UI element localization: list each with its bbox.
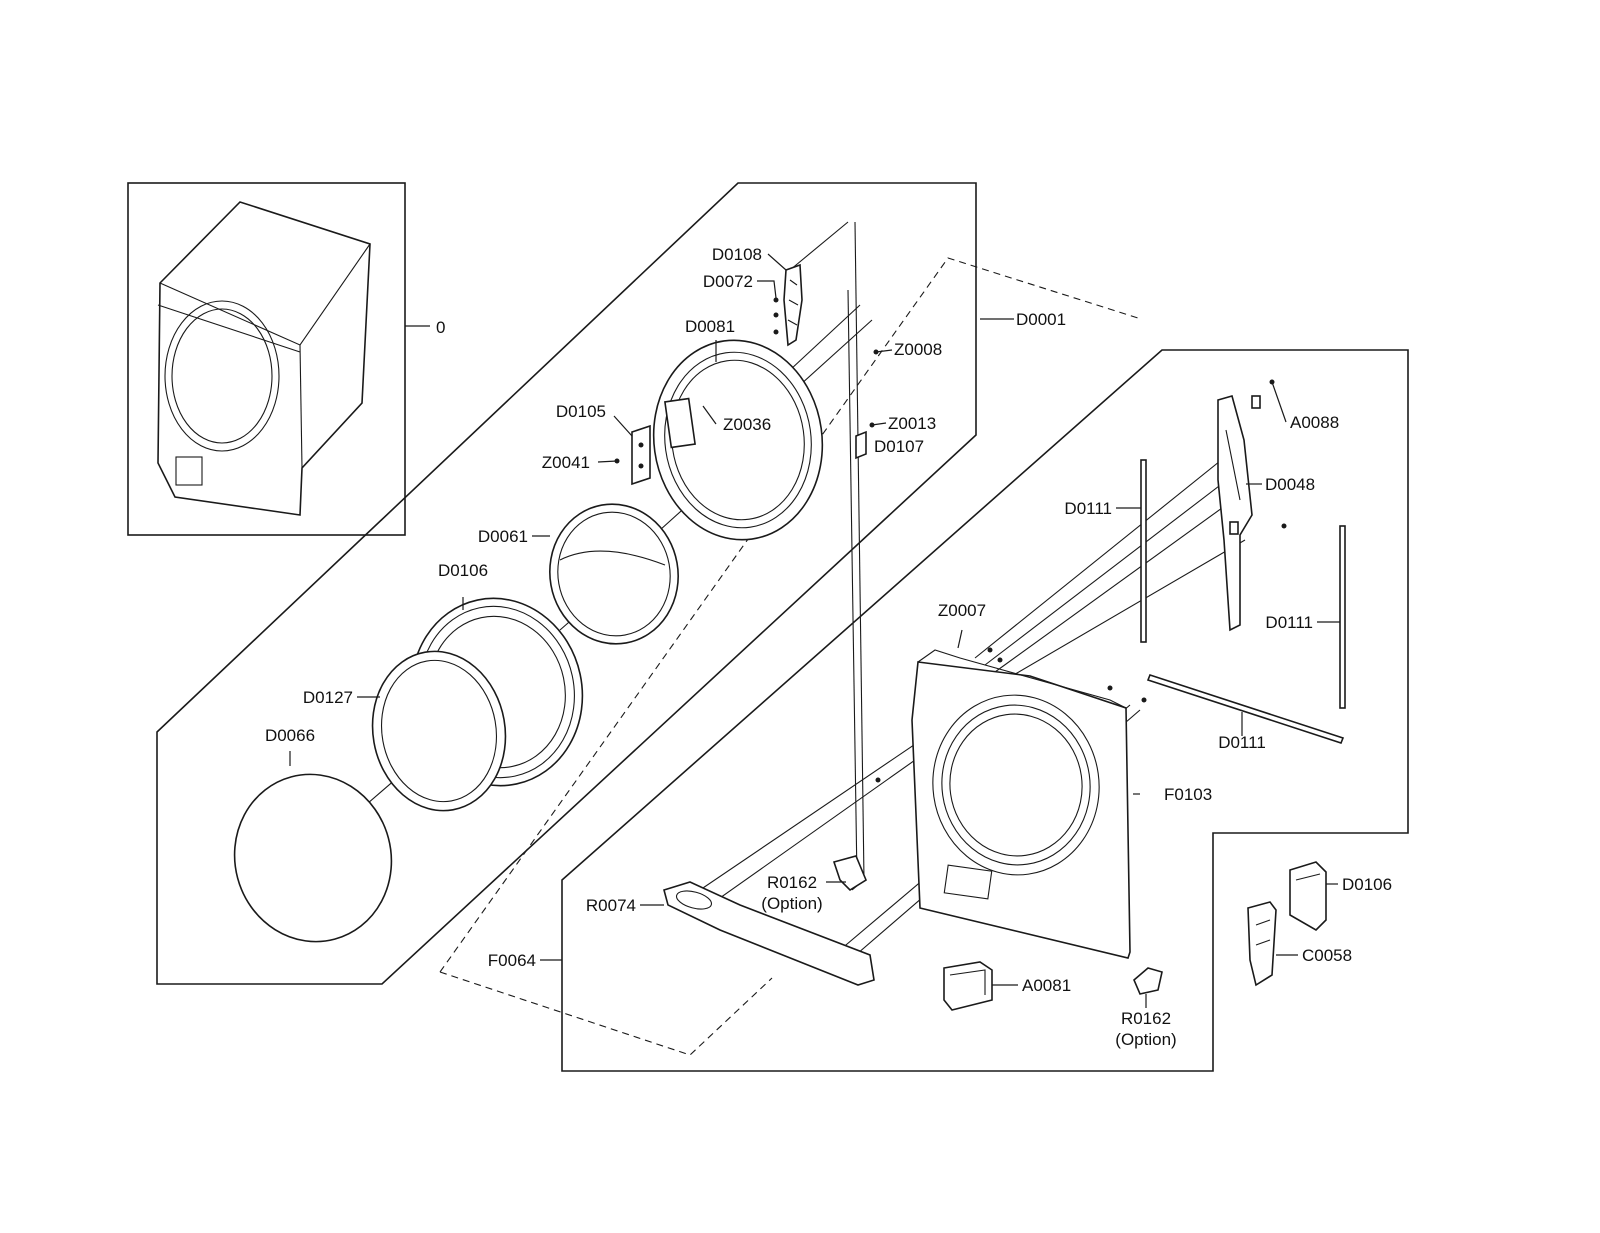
door-decor-ring (371, 650, 507, 812)
label-d0106-lock: D0106 (1342, 875, 1392, 894)
label-d0106-ring: D0106 (438, 561, 488, 580)
door-switch-part (1247, 901, 1277, 987)
label-c0058: C0058 (1302, 946, 1352, 965)
door-lock-part (1289, 861, 1327, 931)
service-cover-part (943, 961, 993, 1011)
label-z0041: Z0041 (542, 453, 590, 472)
label-a0081: A0081 (1022, 976, 1071, 995)
label-z0008: Z0008 (894, 340, 942, 359)
label-d0111-a: D0111 (1064, 499, 1112, 518)
label-d0107: D0107 (874, 437, 924, 456)
label-d0001: D0001 (1016, 310, 1066, 329)
label-z0036: Z0036 (723, 415, 771, 434)
door-hinge-part (773, 263, 803, 347)
trim-strips (1140, 459, 1346, 744)
label-d0127: D0127 (303, 688, 353, 707)
door-frame-ring (652, 339, 824, 541)
assembly-reference-box (127, 182, 430, 536)
label-d0111-b: D0111 (1265, 613, 1313, 632)
label-z0013: Z0013 (888, 414, 936, 433)
front-panel-part (875, 647, 1147, 959)
option-knob-upper (832, 855, 867, 892)
label-d0061: D0061 (478, 527, 528, 546)
label-a0088: A0088 (1290, 413, 1339, 432)
label-r0162-lower: R0162 (1121, 1009, 1171, 1028)
label-f0103: F0103 (1164, 785, 1212, 804)
panel-handle-part (663, 881, 875, 986)
door-assembly-region (156, 182, 977, 985)
label-d0066: D0066 (265, 726, 315, 745)
callout-leaders (289, 253, 1340, 1008)
option-knob-lower (1133, 967, 1163, 995)
label-d0105: D0105 (556, 402, 606, 421)
dashed-guide-lines (359, 221, 1246, 1056)
label-z0007: Z0007 (938, 601, 986, 620)
label-d0048: D0048 (1265, 475, 1315, 494)
panel-bracket (1217, 379, 1287, 632)
inner-glass-bowl (549, 503, 679, 645)
front-panel-region (561, 349, 1409, 1072)
label-d0072: D0072 (703, 272, 753, 291)
callout-labels: 0 D0108 D0072 D0081 D0001 Z0008 D0105 Z0… (265, 245, 1392, 1049)
label-d0111-c: D0111 (1218, 733, 1266, 752)
label-r0074: R0074 (586, 896, 636, 915)
label-f0064: F0064 (488, 951, 536, 970)
label-r0162-upper-note: (Option) (761, 894, 822, 913)
label-assembly: 0 (436, 318, 445, 337)
label-d0081: D0081 (685, 317, 735, 336)
door-latch-part (855, 349, 879, 460)
label-r0162-lower-note: (Option) (1115, 1030, 1176, 1049)
washer-illustration (157, 201, 371, 516)
door-glass-cover (233, 773, 393, 943)
label-d0108: D0108 (712, 245, 762, 264)
hinge-plate-part (614, 424, 651, 486)
label-r0162-upper: R0162 (767, 873, 817, 892)
